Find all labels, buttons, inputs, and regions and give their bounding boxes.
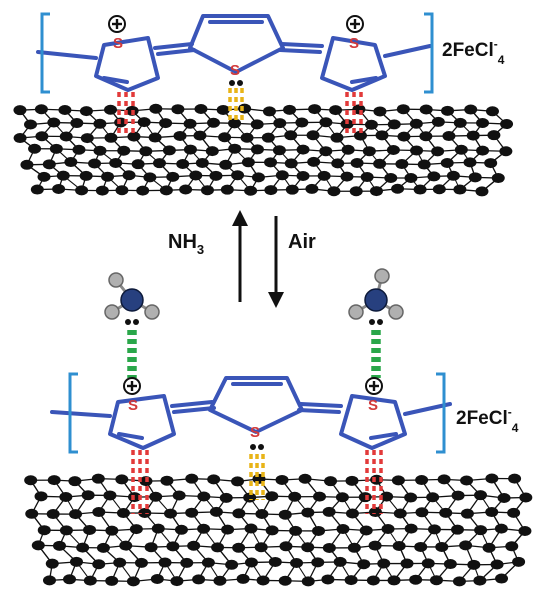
thiophene-ring-left-top (94, 36, 160, 92)
hydrogen-atom (374, 268, 390, 284)
bottom-assembly: S S S 2FeCl-4 (24, 268, 533, 587)
counterion-label-bottom: 2FeCl-4 (456, 405, 519, 435)
sulfur-label-center-bottom: S (250, 424, 260, 441)
hydrogen-atom (144, 304, 160, 320)
thiophene-ring-center-bottom (208, 376, 304, 434)
top-assembly: S S S 2FeCl-4 (13, 12, 514, 197)
nanotube-bottom (24, 473, 533, 587)
plus-charge-icon (108, 15, 126, 33)
hydrogen-atom (348, 304, 364, 320)
plus-charge-icon (365, 377, 383, 395)
ammonia-molecule-left (104, 272, 160, 325)
bonds-bottom (127, 330, 383, 514)
brackets-bottom (68, 372, 446, 454)
hydrogen-atom (108, 272, 124, 288)
nitrogen-atom (120, 288, 144, 312)
sulfur-label-left-top: S (113, 35, 123, 52)
lone-pair-icon (369, 319, 383, 325)
polymer-chain-bottom (50, 376, 452, 450)
ammonia-molecule-right (348, 268, 404, 325)
brackets-top (40, 12, 434, 94)
double-bond-right-top (350, 76, 378, 84)
sulfur-label-right-bottom: S (368, 397, 378, 414)
thiophene-ring-right-bottom (339, 394, 407, 450)
double-bond-right-bottom (369, 432, 398, 440)
polymer-chain-top (36, 14, 432, 92)
reversible-arrows (232, 210, 284, 308)
bonds-top (117, 88, 363, 134)
plus-charge-icon (346, 15, 364, 33)
sulfur-label-right-top: S (349, 35, 359, 52)
double-bond-left-top (102, 76, 129, 84)
lone-pair-icon (125, 319, 139, 325)
sulfur-label-left-bottom: S (128, 397, 138, 414)
sulfur-label-center-top: S (230, 62, 240, 79)
counterion-label-top: 2FeCl-4 (442, 37, 505, 67)
charges-top (108, 15, 364, 33)
hydrogen-atom (388, 304, 404, 320)
lone-pair-icon (250, 444, 264, 450)
charges-bottom (123, 377, 383, 395)
nh3-label: NH3 (168, 231, 204, 257)
plus-charge-icon (123, 377, 141, 395)
nitrogen-atom (364, 288, 388, 312)
double-bond-left-bottom (117, 432, 144, 440)
hydrogen-atom (104, 304, 120, 320)
thiophene-ring-left-bottom (108, 394, 176, 450)
lone-pair-icon (229, 80, 243, 86)
air-label: Air (288, 231, 316, 253)
thiophene-ring-right-top (320, 36, 387, 92)
nanotube-top (13, 103, 514, 197)
